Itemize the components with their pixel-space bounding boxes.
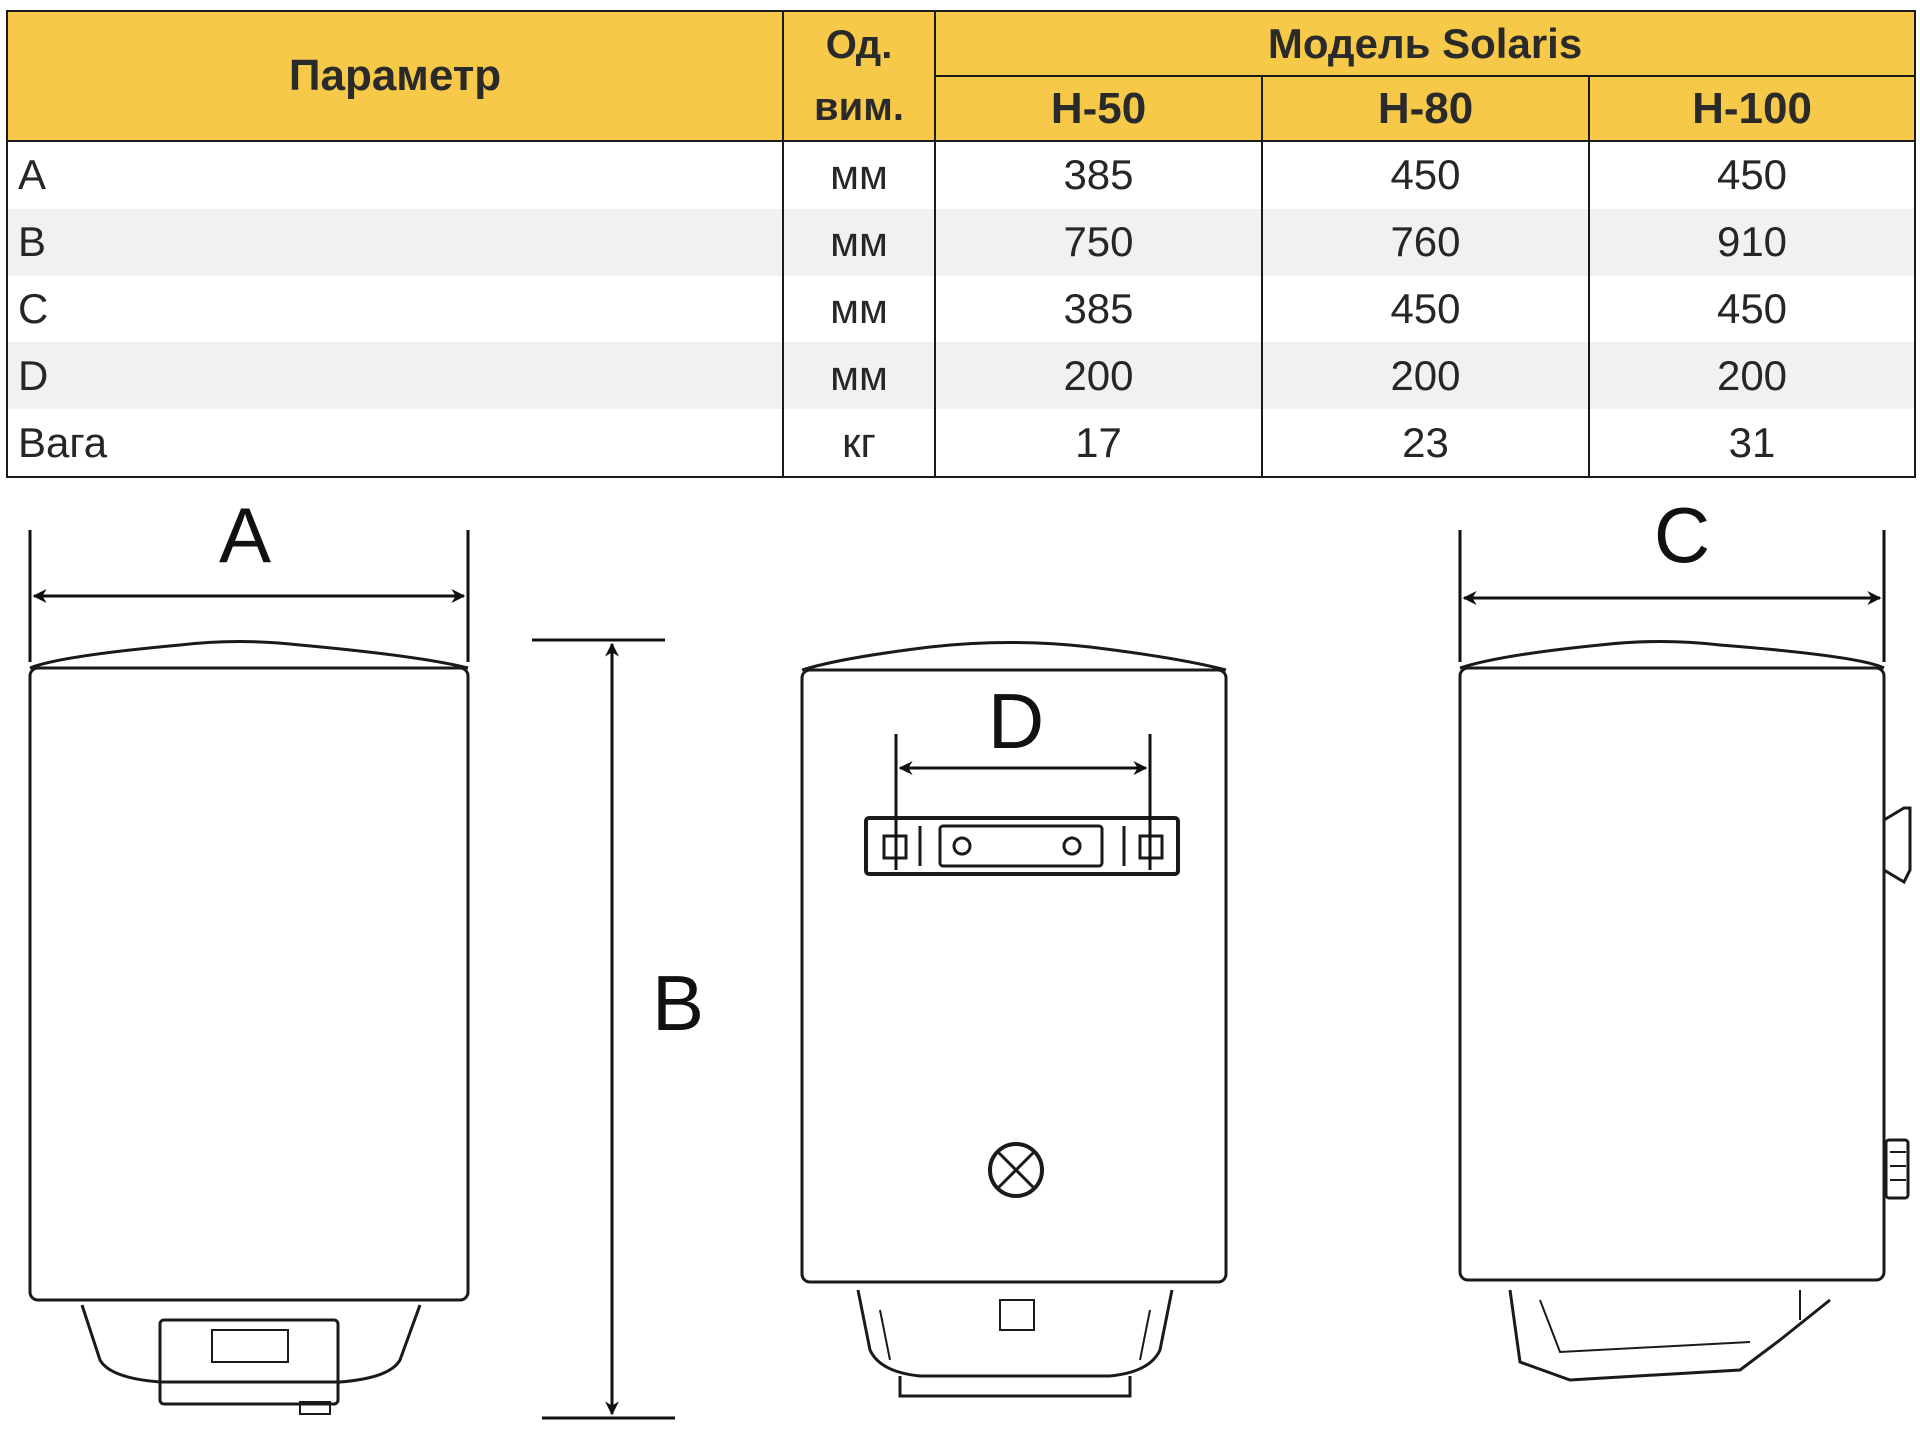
row-parameter: D [6, 342, 784, 410]
table-row: A мм 385 450 450 [6, 140, 1917, 209]
front-body [28, 666, 470, 1302]
header-parameter: Параметр [6, 10, 784, 142]
row-unit: мм [782, 342, 936, 410]
header-unit-line1: Од. [825, 23, 893, 67]
row-value: 23 [1261, 409, 1590, 478]
row-unit: мм [782, 208, 936, 276]
row-parameter: B [6, 208, 784, 276]
display-panel [158, 1318, 340, 1406]
side-bottom-panel [1508, 1289, 1831, 1382]
side-top-cap [1459, 640, 1885, 670]
table-row: C мм 385 450 450 [6, 275, 1917, 343]
back-bottom-cap [856, 1289, 1174, 1378]
dimension-c [1458, 530, 1886, 662]
row-unit: кг [782, 409, 936, 478]
row-value: 385 [934, 140, 1263, 209]
row-value: 17 [934, 409, 1263, 478]
mounting-bracket [864, 816, 1180, 876]
header-model-group: Модель Solaris [933, 10, 1917, 77]
table-row: Вага кг 17 23 31 [6, 409, 1917, 478]
label-d: D [988, 677, 1044, 765]
drain-valve-icon [988, 1142, 1044, 1198]
label-c: C [1654, 491, 1710, 579]
back-view-heater [800, 641, 1228, 1398]
dimension-b [532, 638, 675, 1420]
row-unit: мм [782, 140, 936, 209]
row-parameter: C [6, 275, 784, 343]
row-value: 200 [1587, 342, 1917, 410]
front-bottom-pipe [299, 1401, 331, 1415]
front-top-cap [29, 640, 469, 670]
row-value: 450 [1587, 275, 1917, 343]
row-value: 760 [1261, 208, 1590, 276]
display-screen-icon [211, 1329, 289, 1363]
bracket-inner-plate [938, 824, 1104, 868]
row-value: 200 [934, 342, 1263, 410]
row-value: 910 [1587, 208, 1917, 276]
row-value: 450 [1261, 275, 1590, 343]
row-value: 385 [934, 275, 1263, 343]
table-row: B мм 750 760 910 [6, 208, 1917, 276]
row-value: 450 [1261, 140, 1590, 209]
back-bottom-connector [999, 1299, 1035, 1331]
header-unit-line2: вим. [814, 85, 904, 129]
row-value: 450 [1587, 140, 1917, 209]
header-model-h100: H-100 [1587, 75, 1917, 142]
dimension-drawing: A B D [28, 491, 1912, 1420]
row-parameter: Вага [6, 409, 784, 478]
label-a: A [219, 491, 271, 579]
side-body [1458, 666, 1886, 1282]
front-bottom-cap [80, 1304, 422, 1384]
bracket-hole-right [1062, 836, 1082, 856]
dimension-a [28, 530, 470, 662]
header-model-h80: H-80 [1261, 75, 1590, 142]
row-value: 31 [1587, 409, 1917, 478]
row-parameter: A [6, 140, 784, 209]
dimension-d [894, 734, 1152, 870]
header-model-h50: H-50 [934, 75, 1263, 142]
label-b: B [652, 959, 704, 1047]
side-wall-mount [1882, 806, 1912, 885]
side-thermostat-knob [1884, 1138, 1910, 1200]
side-view-heater [1458, 640, 1912, 1382]
row-value: 200 [1261, 342, 1590, 410]
front-view-heater [28, 640, 470, 1415]
table-row: D мм 200 200 200 [6, 342, 1917, 410]
back-body [800, 668, 1228, 1284]
back-bottom-feet [898, 1376, 1132, 1398]
row-value: 750 [934, 208, 1263, 276]
bracket-hole-left [952, 836, 972, 856]
specifications-table: Параметр Од. вим. Модель Solaris H-50 H-… [6, 10, 1917, 478]
back-top-cap [801, 641, 1227, 672]
row-unit: мм [782, 275, 936, 343]
header-unit: Од. вим. [782, 10, 936, 142]
